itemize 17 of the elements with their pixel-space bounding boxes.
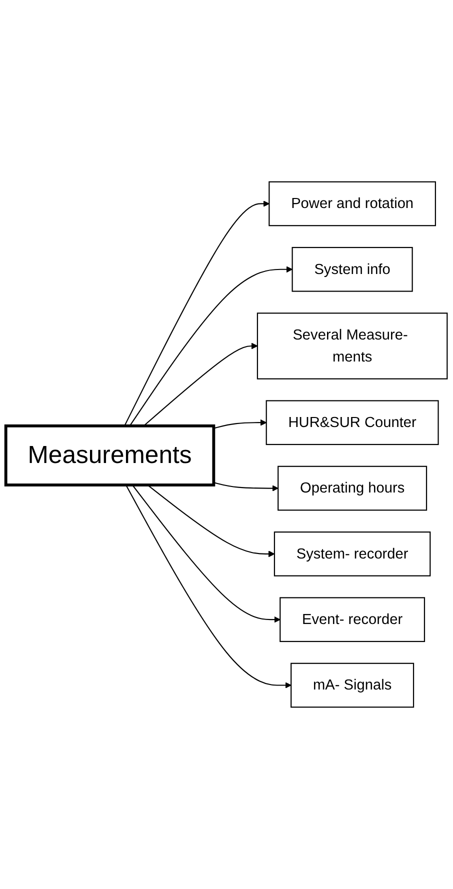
arrow <box>214 419 267 429</box>
node-box: HUR&SUR Counter <box>266 400 439 446</box>
node-box: System- recorder <box>274 532 431 576</box>
node-box: mA- Signals <box>290 662 414 708</box>
arrow <box>125 484 292 688</box>
arrow <box>129 266 293 426</box>
arrow <box>124 200 270 426</box>
node-box: Measurements <box>4 424 216 486</box>
node-box: Event- recorder <box>280 597 426 642</box>
node-box: Operating hours <box>278 466 428 511</box>
node-box: Several Measure- ments <box>256 312 448 380</box>
arrow <box>132 484 280 623</box>
arrow <box>147 484 275 558</box>
arrow <box>143 342 258 426</box>
node-box: Power and rotation <box>268 181 436 226</box>
arrow <box>214 482 278 492</box>
node-box: System info <box>292 246 413 292</box>
